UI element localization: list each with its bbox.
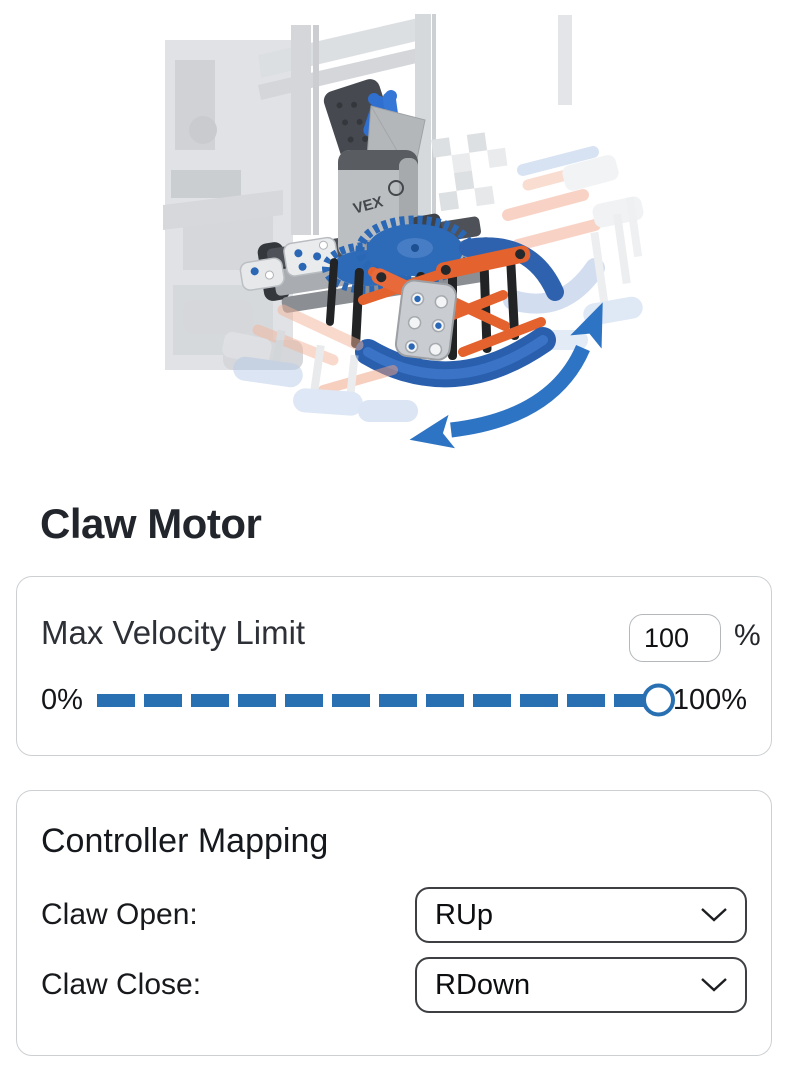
- slider-min-label: 0%: [41, 683, 83, 716]
- claw-open-row: Claw Open: RUp: [41, 887, 747, 943]
- base-plate-dotted: [239, 236, 339, 291]
- max-velocity-label: Max Velocity Limit: [41, 614, 306, 651]
- max-velocity-unit: %: [734, 619, 761, 652]
- page-title: Claw Motor: [40, 500, 262, 547]
- max-velocity-slider[interactable]: [96, 683, 675, 717]
- claw-open-value: RUp: [435, 898, 494, 931]
- claw-close-value: RDown: [435, 968, 531, 1001]
- chevron-down-icon: [701, 908, 727, 922]
- ghost-claw-closed: [222, 304, 418, 422]
- claw-close-label: Claw Close:: [41, 968, 202, 1001]
- claw-close-select[interactable]: RDown: [415, 957, 747, 1013]
- slider-max-label: 100%: [672, 683, 747, 716]
- claw-open-label: Claw Open:: [41, 898, 198, 931]
- chevron-down-icon: [701, 978, 727, 992]
- rotation-double-arrow-icon: [409, 302, 603, 449]
- claw-illustration: VEX: [163, 0, 668, 465]
- controller-mapping-card: Controller Mapping Claw Open: RUp Claw C…: [16, 790, 772, 1056]
- slider-thumb[interactable]: [641, 683, 675, 717]
- claw-close-row: Claw Close: RDown: [41, 957, 747, 1013]
- max-velocity-input[interactable]: [629, 614, 721, 662]
- claw-open-select[interactable]: RUp: [415, 887, 747, 943]
- claw-illustration-svg: VEX: [163, 14, 644, 449]
- max-velocity-slider-row: 0% 100%: [41, 677, 747, 723]
- max-velocity-card: Max Velocity Limit % 0% 100%: [16, 576, 772, 756]
- front-holed-plate: [394, 279, 458, 361]
- controller-mapping-title: Controller Mapping: [41, 822, 329, 860]
- gear-large: [355, 215, 475, 285]
- slider-track: [96, 693, 659, 707]
